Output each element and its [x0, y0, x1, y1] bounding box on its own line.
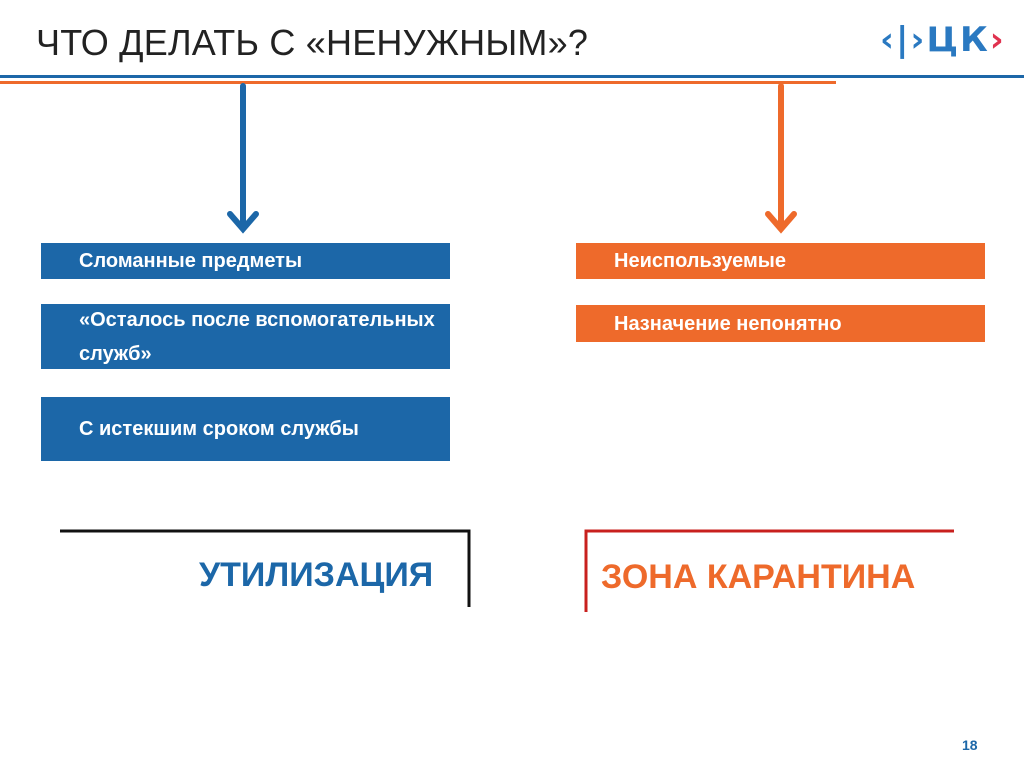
category-expired-service-life: С истекшим сроком службы	[41, 397, 450, 461]
result-utilization: УТИЛИЗАЦИЯ	[199, 556, 434, 594]
header-divider-orange	[0, 81, 836, 84]
category-broken-items: Сломанные предметы	[41, 243, 450, 279]
arrow-down-orange-icon	[765, 83, 797, 234]
result-quarantine-zone: ЗОНА КАРАНТИНА	[601, 558, 916, 596]
logo: ‹|›ЦК›	[880, 20, 1006, 60]
arrow-down-blue-icon	[227, 83, 259, 234]
header-divider-blue	[0, 75, 1024, 78]
page-number: 18	[962, 737, 978, 753]
category-unused: Неиспользуемые	[576, 243, 985, 279]
utilization-bracket	[60, 529, 471, 607]
slide-title: ЧТО ДЕЛАТЬ С «НЕНУЖНЫМ»?	[36, 22, 589, 63]
quarantine-bracket	[584, 529, 954, 612]
category-unclear-purpose: Назначение непонятно	[576, 305, 985, 342]
category-after-auxiliary-services: «Осталось после вспомогательных служб»	[41, 304, 450, 369]
